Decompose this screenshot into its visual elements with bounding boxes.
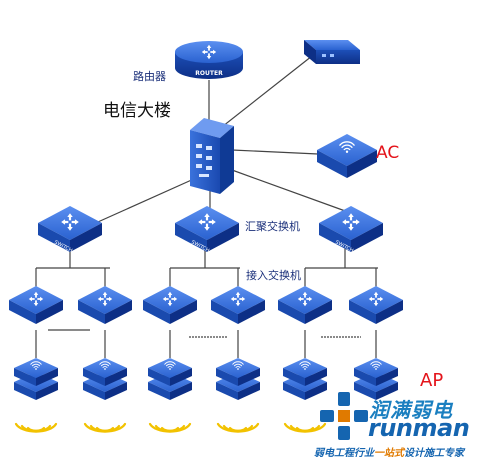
link-core-agg-left xyxy=(79,177,197,231)
link-core-server xyxy=(217,55,313,131)
access-switch-icon xyxy=(211,286,265,324)
link-core-agg-right xyxy=(231,169,349,213)
ac-label: AC xyxy=(376,143,400,163)
brand-tagline: 弱电工程行业一站式设计施工专家 xyxy=(314,444,464,459)
router-label: 路由器 xyxy=(133,70,166,83)
wireless-signal-arcs xyxy=(14,422,327,433)
server-icon xyxy=(304,40,360,64)
router-icon: ROUTER xyxy=(175,41,243,79)
access-switch-icon xyxy=(9,286,63,324)
access-point-icon xyxy=(283,358,327,400)
brand-logo-icon xyxy=(320,392,368,440)
brand-name-en: runman xyxy=(368,414,470,442)
access-switch-icon xyxy=(143,286,197,324)
ac-controller-icon xyxy=(317,134,377,178)
brand-tagline-pre: 弱电工程行业 xyxy=(314,448,374,459)
brand-tagline-highlight: 一站式 xyxy=(374,448,404,459)
brand-watermark: 润满弱电 runman 弱电工程行业一站式设计施工专家 xyxy=(312,386,500,462)
brand-tagline-post: 设计施工专家 xyxy=(404,448,464,459)
router-badge: ROUTER xyxy=(195,70,223,77)
brand-name-cn: 润满弱电 xyxy=(369,398,453,422)
aggregation-switch-label: 汇聚交换机 xyxy=(245,220,300,233)
access-switch-label: 接入交换机 xyxy=(246,269,301,282)
access-switch-icon xyxy=(349,286,403,324)
core-switch-icon xyxy=(190,118,234,194)
ap-label: AP xyxy=(420,370,444,391)
aggregation-switch-icon: SWITCH xyxy=(319,206,383,254)
access-switch-icon xyxy=(278,286,332,324)
building-label: 电信大楼 xyxy=(103,101,171,121)
access-point-icon xyxy=(14,358,58,400)
access-switch-icon xyxy=(78,286,132,324)
access-point-icon xyxy=(148,358,192,400)
aggregation-switch-icon: SWITCH xyxy=(175,206,239,254)
access-point-icon xyxy=(354,358,398,400)
aggregation-switch-icon: SWITCH xyxy=(38,206,102,254)
access-point-icon xyxy=(216,358,260,400)
link-core-ac xyxy=(231,149,319,155)
access-point-icon xyxy=(83,358,127,400)
